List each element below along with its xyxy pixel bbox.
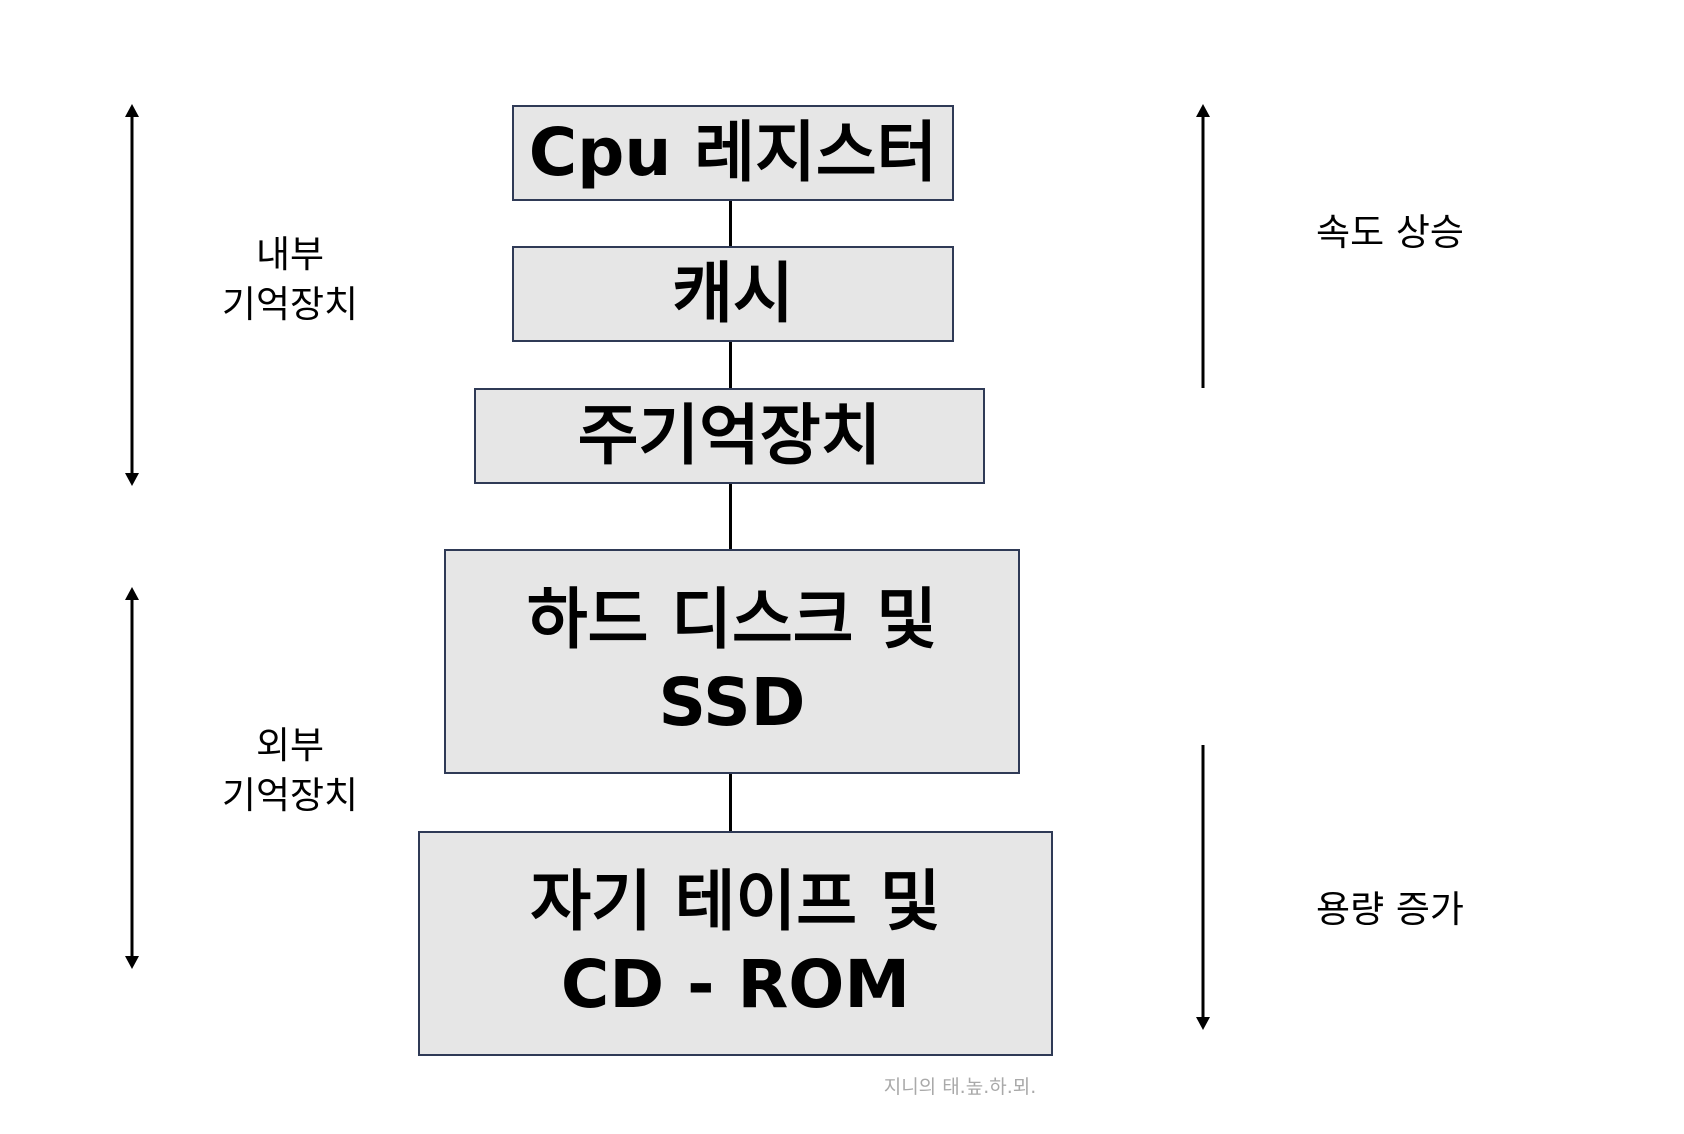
external-memory-label: 외부 기억장치 [221, 724, 359, 817]
level-label-tape-cdrom: 자기 테이프 및 CD - ROM [530, 863, 941, 1023]
internal-memory-label: 내부 기억장치 [221, 233, 359, 326]
watermark-text: 지니의 태.높.하.뫼. [883, 1076, 1037, 1098]
capacity-down-arrow [1196, 745, 1210, 1030]
level-label-hdd-ssd: 하드 디스크 및 SSD [526, 581, 938, 741]
connector-line-4 [729, 773, 732, 831]
level-box-tape-cdrom: 자기 테이프 및 CD - ROM [418, 831, 1053, 1056]
level-box-cache: 캐시 [512, 246, 954, 342]
level-box-hdd-ssd: 하드 디스크 및 SSD [444, 549, 1020, 774]
internal-memory-arrow [125, 104, 139, 486]
level-box-cpu-register: Cpu 레지스터 [512, 105, 954, 201]
capacity-increase-label: 용량 증가 [1316, 888, 1464, 931]
connector-line-2 [729, 342, 732, 388]
level-box-main-memory: 주기억장치 [474, 388, 985, 484]
speed-increase-label: 속도 상승 [1316, 211, 1464, 254]
external-memory-arrow [125, 587, 139, 969]
connector-line-1 [729, 200, 732, 246]
level-label-cpu-register: Cpu 레지스터 [528, 113, 938, 191]
level-label-cache: 캐시 [672, 254, 794, 332]
speed-up-arrow [1196, 104, 1210, 388]
level-label-main-memory: 주기억장치 [577, 396, 882, 474]
connector-line-3 [729, 484, 732, 550]
